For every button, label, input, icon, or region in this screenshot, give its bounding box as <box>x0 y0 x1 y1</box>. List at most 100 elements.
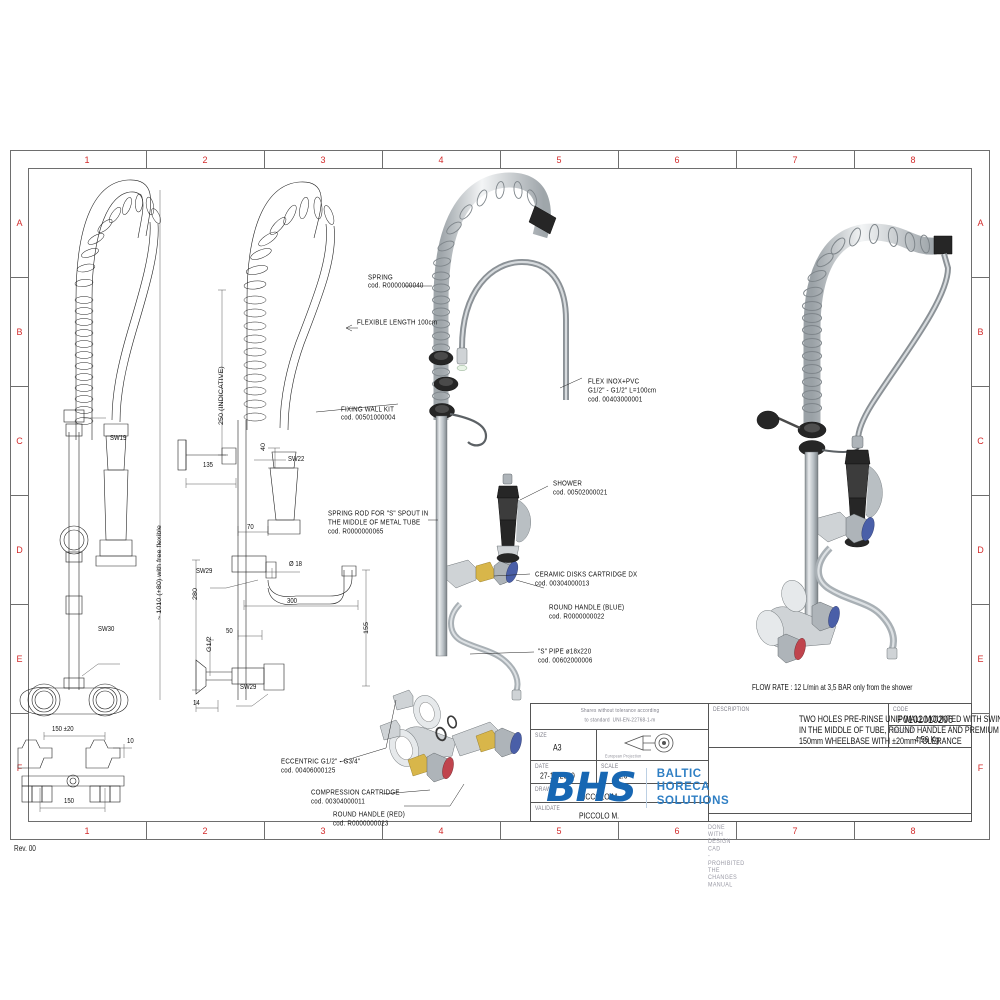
tb-description-label: DESCRIPTION <box>713 706 750 714</box>
view-3d-assembly <box>756 223 953 664</box>
dim-overall-height: ~ 1010 (+80) with free flexible <box>157 525 163 620</box>
zone-separator <box>500 151 501 168</box>
annotation-shower-l2: cod. 00502000021 <box>553 488 608 497</box>
tb-size-cell <box>531 730 597 761</box>
dim-thread-len: 14 <box>193 700 200 708</box>
annotation-compression-cartridge-l1: COMPRESSION CARTRIDGE <box>311 788 400 797</box>
zone-right-E: E <box>977 653 984 664</box>
annotation-fixing-wall-kit-l1: FIXING WALL KIT <box>341 405 395 414</box>
zone-right-B: B <box>977 326 984 337</box>
view-front-lineart <box>17 179 161 812</box>
zone-separator <box>854 822 855 839</box>
annotation-ceramic-cartridge-l2: cod. 00304000013 <box>535 579 590 588</box>
tb-date-value: 27-10-2020 <box>540 772 575 781</box>
dim-body-height: 280 <box>193 587 199 600</box>
zone-top-7: 7 <box>792 154 798 165</box>
zone-top-3: 3 <box>320 154 326 165</box>
zone-top-5: 5 <box>556 154 562 165</box>
zone-top-4: 4 <box>438 154 444 165</box>
zone-right-A: A <box>977 217 984 228</box>
dim-sw29-upper: SW29 <box>196 568 213 576</box>
dim-wheelbase: 150 <box>64 798 75 806</box>
tb-validate-cell <box>531 803 709 822</box>
zone-separator <box>736 151 737 168</box>
dim-spout-dia: Ø 18 <box>289 561 303 569</box>
zone-top-1: 1 <box>84 154 90 165</box>
dim-thread: G1/2 <box>207 636 213 652</box>
zone-bottom-6: 6 <box>674 825 680 836</box>
zone-separator <box>146 822 147 839</box>
zone-bottom-1: 1 <box>84 825 90 836</box>
brand-tagline-1: BALTIC <box>656 767 702 780</box>
dim-spring-height: 250 (INDICATIVE) <box>219 366 225 425</box>
zone-separator <box>11 713 28 714</box>
zone-separator <box>382 151 383 168</box>
zone-separator <box>11 495 28 496</box>
zone-separator <box>736 822 737 839</box>
tb-validate-value: PICCOLO M. <box>579 812 620 821</box>
zone-bottom-2: 2 <box>202 825 208 836</box>
brand-lockup: BHS BALTIC HORECA SOLUTIONS <box>546 762 816 814</box>
annotation-spring-rod-l3: cod. R0000000065 <box>328 527 384 536</box>
tb-date-cell <box>531 761 597 784</box>
tb-description-line-1: TWO HOLES PRE-RINSE UNIT WALL MOUNTED WI… <box>799 713 1000 725</box>
tb-code-label: CODE <box>893 706 909 714</box>
tb-description-cell <box>709 704 889 748</box>
leader-lines <box>315 285 583 807</box>
view-3d-center <box>379 172 569 783</box>
annotation-ceramic-cartridge-l1: CERAMIC DISKS CARTRIDGE DX <box>535 570 638 579</box>
annotation-shower-l1: SHOWER <box>553 479 583 488</box>
brand-tagline-2: HORECA <box>656 781 711 794</box>
annotation-s-pipe-l2: cod. 00602000006 <box>538 656 593 665</box>
zone-top-6: 6 <box>674 154 680 165</box>
tb-weight-value: 4,56 Kg <box>915 736 940 745</box>
tb-scale-label: SCALE <box>601 763 619 771</box>
zone-separator <box>11 604 28 605</box>
tb-code-value: P0102010206 <box>897 713 954 726</box>
drawing-frame-inner <box>28 168 972 822</box>
zone-separator <box>972 495 989 496</box>
european-projection-symbol <box>623 733 674 753</box>
tb-size-value: A3 <box>553 744 562 753</box>
annotation-compression-cartridge-l2: cod. 00304000011 <box>311 797 366 806</box>
zone-top-8: 8 <box>910 154 916 165</box>
dim-inlet-offset: 50 <box>226 628 233 636</box>
tb-description-line-3: 150mm WHEELBASE WITH ±20mm TOLERANCE <box>799 735 962 747</box>
dim-sw30: SW30 <box>98 626 115 634</box>
zone-left-E: E <box>16 653 23 664</box>
zone-separator <box>264 151 265 168</box>
dim-inlet-proj: 10 <box>127 738 134 746</box>
zone-bottom-7: 7 <box>792 825 798 836</box>
dim-sw22: SW22 <box>288 456 305 464</box>
tb-drawn-label: DRAWN <box>535 786 555 794</box>
brand-tagline-3: SOLUTIONS <box>656 794 730 807</box>
zone-top-2: 2 <box>202 154 208 165</box>
tb-description-line-2: IN THE MIDDLE OF TUBE, ROUND HANDLE AND … <box>799 724 999 736</box>
tb-scale-cell <box>597 761 709 784</box>
tb-projection-label: European Projection <box>605 754 642 759</box>
zone-bottom-3: 3 <box>320 825 326 836</box>
annotation-round-handle-red-l1: ROUND HANDLE (RED) <box>333 810 406 819</box>
zone-left-C: C <box>16 435 23 446</box>
zone-bottom-5: 5 <box>556 825 562 836</box>
annotation-eccentric-l1: ECCENTRIC G1/2" - G3/4" <box>281 757 361 766</box>
annotation-flex-inox-l2: G1/2" - G1/2" L=100cm <box>588 386 657 395</box>
tb-weight-label: WEIGHT <box>893 728 915 736</box>
tb-size-label: SIZE <box>535 732 547 740</box>
zone-separator <box>382 822 383 839</box>
zone-separator <box>972 386 989 387</box>
annotation-eccentric-l2: cod. 00406000125 <box>281 766 336 775</box>
annotation-flex-inox-l1: FLEX INOX+PVC <box>588 377 640 386</box>
dim-wheelbase-tol: 150 ±20 <box>52 726 74 734</box>
zone-bottom-8: 8 <box>910 825 916 836</box>
zone-separator <box>618 151 619 168</box>
zone-right-D: D <box>977 544 984 555</box>
annotation-round-handle-red-l2: cod. R0000000023 <box>333 819 389 828</box>
dim-offset-40: 40 <box>261 442 267 451</box>
tb-weight-cell <box>889 726 972 748</box>
zone-left-F: F <box>16 762 23 773</box>
tb-drawn-value: PICCOLO M. <box>579 793 620 802</box>
annotation-spring-rod-l1: SPRING ROD FOR "S" SPOUT IN <box>328 509 429 518</box>
